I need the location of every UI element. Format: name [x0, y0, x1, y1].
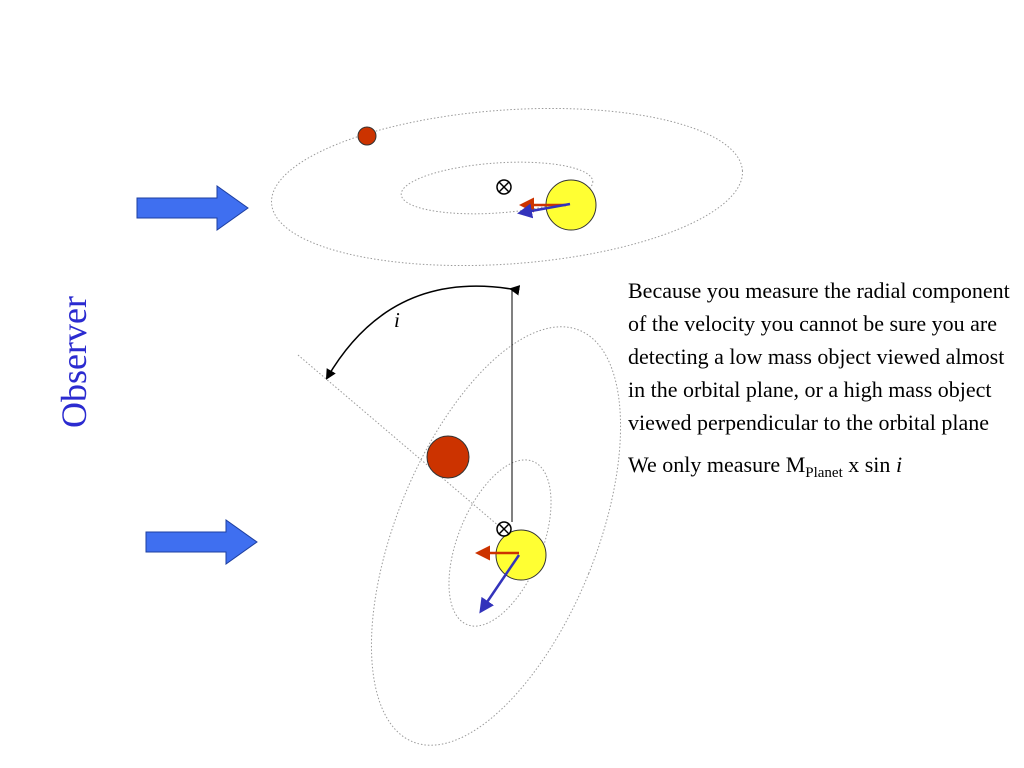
planet-top: [357, 126, 377, 146]
mass-symbol: M: [785, 452, 806, 477]
star-bottom: [495, 529, 547, 581]
inclination-arc: [325, 285, 521, 380]
observer-arrow-bottom: [145, 519, 258, 565]
inclination-label: i: [394, 308, 400, 332]
circle-times-icon: [496, 521, 512, 537]
observer-arrow-top: [136, 185, 249, 231]
orbital-velocity-arrow-bottom: [479, 554, 521, 614]
observer-label: Observer: [54, 296, 94, 428]
angle-symbol: i: [895, 452, 903, 477]
orbital-plane-line: [297, 354, 501, 528]
explanation-text-block: Because you measure the radial component…: [628, 274, 1020, 481]
explanation-paragraph: Because you measure the radial component…: [628, 278, 1010, 435]
times-sin: x sin: [842, 452, 896, 477]
star-orbit-top: [400, 161, 594, 215]
planet-orbit-bottom: [370, 326, 622, 746]
mass-subscript: Planet: [805, 465, 843, 481]
formula-line: We only measure MPlanet x sin i: [628, 448, 1020, 481]
orbital-velocity-arrow-top: [517, 202, 571, 219]
formula-prefix: We only measure: [628, 452, 786, 477]
planet-bottom: [426, 435, 470, 479]
circle-times-icon: [496, 179, 512, 195]
inclined-system: [145, 285, 622, 746]
planet-orbit-top: [271, 107, 743, 267]
face-on-system: [136, 107, 743, 267]
